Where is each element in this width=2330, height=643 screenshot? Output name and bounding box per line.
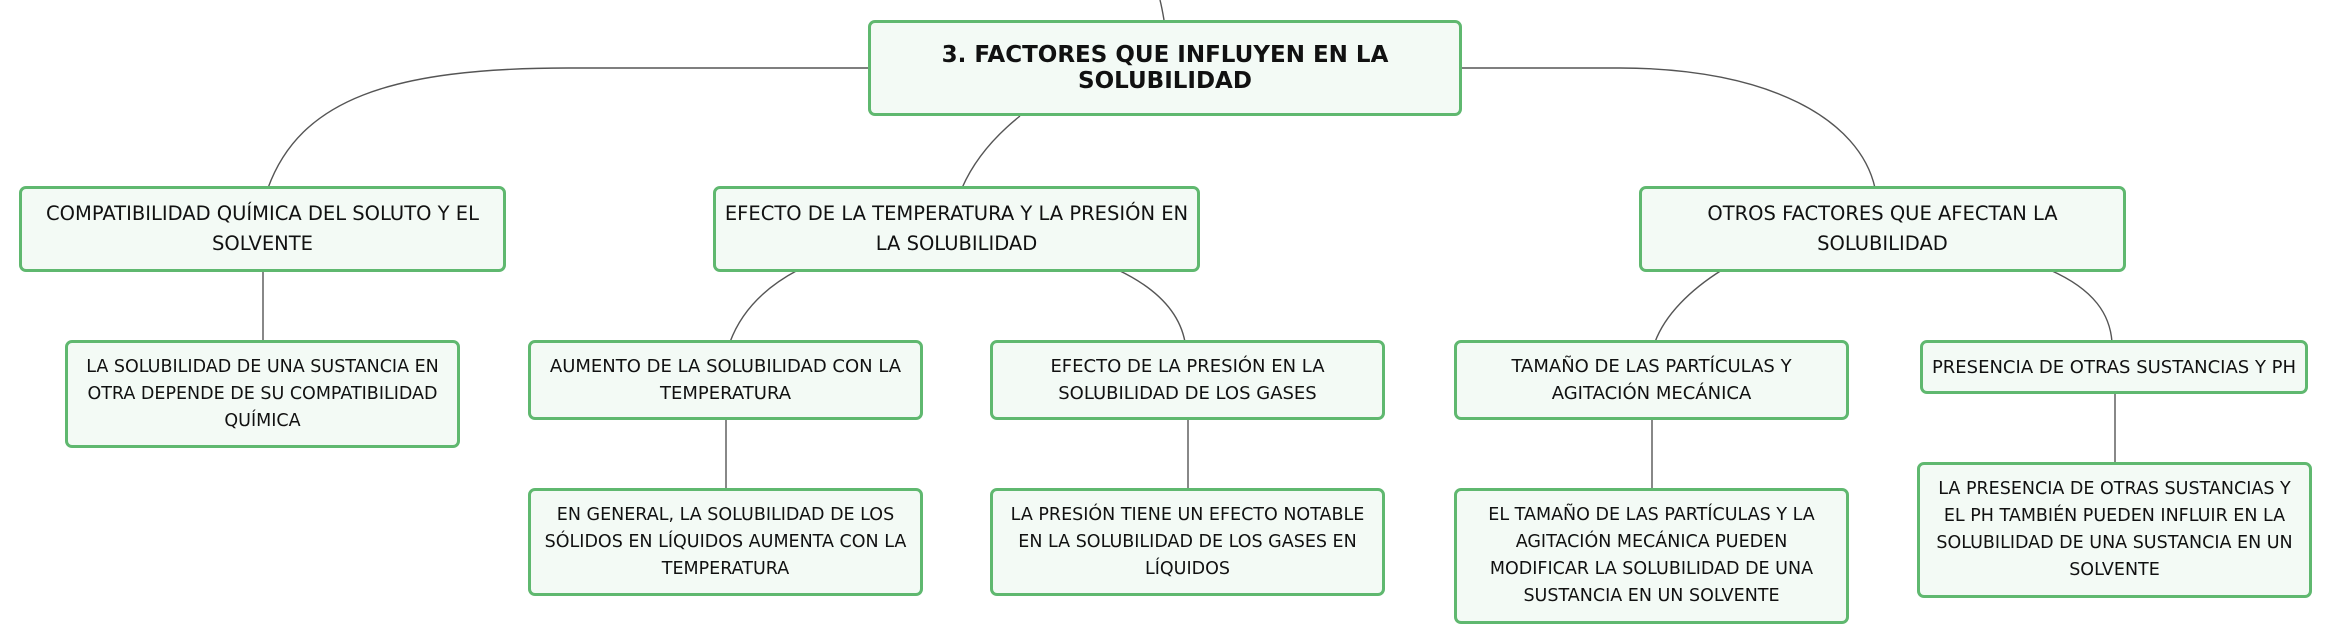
connector-root-branch2 — [961, 115, 1021, 189]
connector-root-branch3 — [1462, 67, 1876, 189]
detail-aumento-temperatura[interactable]: EN GENERAL, LA SOLUBILIDAD DE LOS SÓLIDO… — [528, 488, 923, 596]
detail-label: LA PRESENCIA DE OTRAS SUSTANCIAS Y EL PH… — [1936, 479, 2293, 580]
branch-label: EFECTO DE LA TEMPERATURA Y LA PRESIÓN EN… — [724, 202, 1189, 255]
root-topic[interactable]: 3. FACTORES QUE INFLUYEN EN LA SOLUBILID… — [868, 20, 1462, 116]
subtopic-label: TAMAÑO DE LAS PARTÍCULAS Y AGITACIÓN MEC… — [1511, 356, 1792, 404]
branch-otros-factores[interactable]: OTROS FACTORES QUE AFECTAN LA SOLUBILIDA… — [1639, 186, 2126, 272]
detail-label: EN GENERAL, LA SOLUBILIDAD DE LOS SÓLIDO… — [544, 504, 907, 579]
subtopic-label: EFECTO DE LA PRESIÓN EN LA SOLUBILIDAD D… — [1050, 356, 1325, 404]
subtopic-presion-gases[interactable]: EFECTO DE LA PRESIÓN EN LA SOLUBILIDAD D… — [990, 340, 1385, 420]
connector-branch2-child2 — [1117, 269, 1186, 343]
subtopic-aumento-temperatura[interactable]: AUMENTO DE LA SOLUBILIDAD CON LA TEMPERA… — [528, 340, 923, 420]
branch-label: OTROS FACTORES QUE AFECTAN LA SOLUBILIDA… — [1707, 202, 2058, 255]
subtopic-label: AUMENTO DE LA SOLUBILIDAD CON LA TEMPERA… — [549, 356, 902, 404]
detail-label: LA PRESIÓN TIENE UN EFECTO NOTABLE EN LA… — [1010, 504, 1365, 579]
connector-branch3-child2 — [2049, 269, 2113, 343]
detail-label: EL TAMAÑO DE LAS PARTÍCULAS Y LA AGITACI… — [1488, 505, 1815, 606]
subtopic-tamano-particulas[interactable]: TAMAÑO DE LAS PARTÍCULAS Y AGITACIÓN MEC… — [1454, 340, 1849, 420]
detail-label: LA SOLUBILIDAD DE UNA SUSTANCIA EN OTRA … — [86, 356, 439, 431]
connector-root-branch1 — [267, 67, 868, 189]
connector-branch2-child1 — [729, 269, 799, 343]
branch-temperatura-presion[interactable]: EFECTO DE LA TEMPERATURA Y LA PRESIÓN EN… — [713, 186, 1200, 272]
detail-otras-sustancias-ph[interactable]: LA PRESENCIA DE OTRAS SUSTANCIAS Y EL PH… — [1917, 462, 2312, 598]
connector-parent — [1159, 0, 1165, 21]
connector-branch3-child1 — [1654, 269, 1723, 343]
subtopic-label: PRESENCIA DE OTRAS SUSTANCIAS Y PH — [1931, 356, 2297, 378]
detail-presion-gases[interactable]: LA PRESIÓN TIENE UN EFECTO NOTABLE EN LA… — [990, 488, 1385, 596]
root-topic-label: 3. FACTORES QUE INFLUYEN EN LA SOLUBILID… — [941, 42, 1389, 94]
subtopic-otras-sustancias-ph[interactable]: PRESENCIA DE OTRAS SUSTANCIAS Y PH — [1920, 340, 2308, 394]
branch-label: COMPATIBILIDAD QUÍMICA DEL SOLUTO Y EL S… — [46, 202, 479, 255]
branch-compatibilidad[interactable]: COMPATIBILIDAD QUÍMICA DEL SOLUTO Y EL S… — [19, 186, 506, 272]
detail-tamano-particulas[interactable]: EL TAMAÑO DE LAS PARTÍCULAS Y LA AGITACI… — [1454, 488, 1849, 624]
detail-compatibilidad[interactable]: LA SOLUBILIDAD DE UNA SUSTANCIA EN OTRA … — [65, 340, 460, 448]
